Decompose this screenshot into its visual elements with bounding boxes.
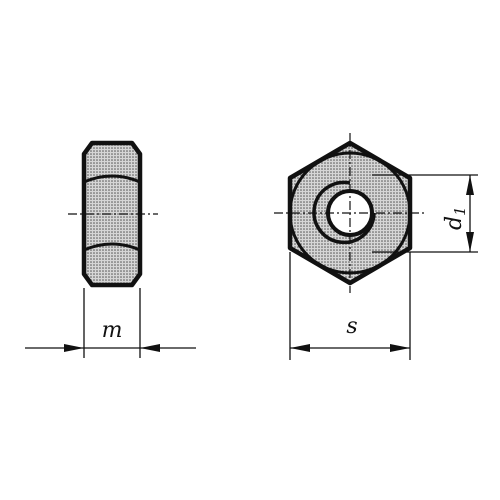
s-arrow-left bbox=[290, 344, 310, 352]
thread-arc bbox=[312, 180, 376, 245]
d1-label: d1 bbox=[442, 206, 469, 230]
side-view-outline bbox=[81, 140, 143, 288]
m-label: m bbox=[102, 318, 123, 343]
d1-arrow-bottom bbox=[466, 232, 474, 252]
front-view: d1 s bbox=[274, 133, 478, 360]
d1-label-base: d bbox=[442, 216, 467, 230]
side-view: m bbox=[25, 140, 196, 358]
m-arrow-right bbox=[140, 344, 160, 352]
s-label: s bbox=[346, 314, 357, 339]
side-view-face-upper bbox=[83, 174, 141, 184]
d1-label-subscript: 1 bbox=[451, 206, 469, 216]
s-arrow-right bbox=[390, 344, 410, 352]
m-arrow-left bbox=[64, 344, 84, 352]
side-view-face-lower bbox=[83, 242, 141, 252]
d1-arrow-top bbox=[466, 175, 474, 195]
